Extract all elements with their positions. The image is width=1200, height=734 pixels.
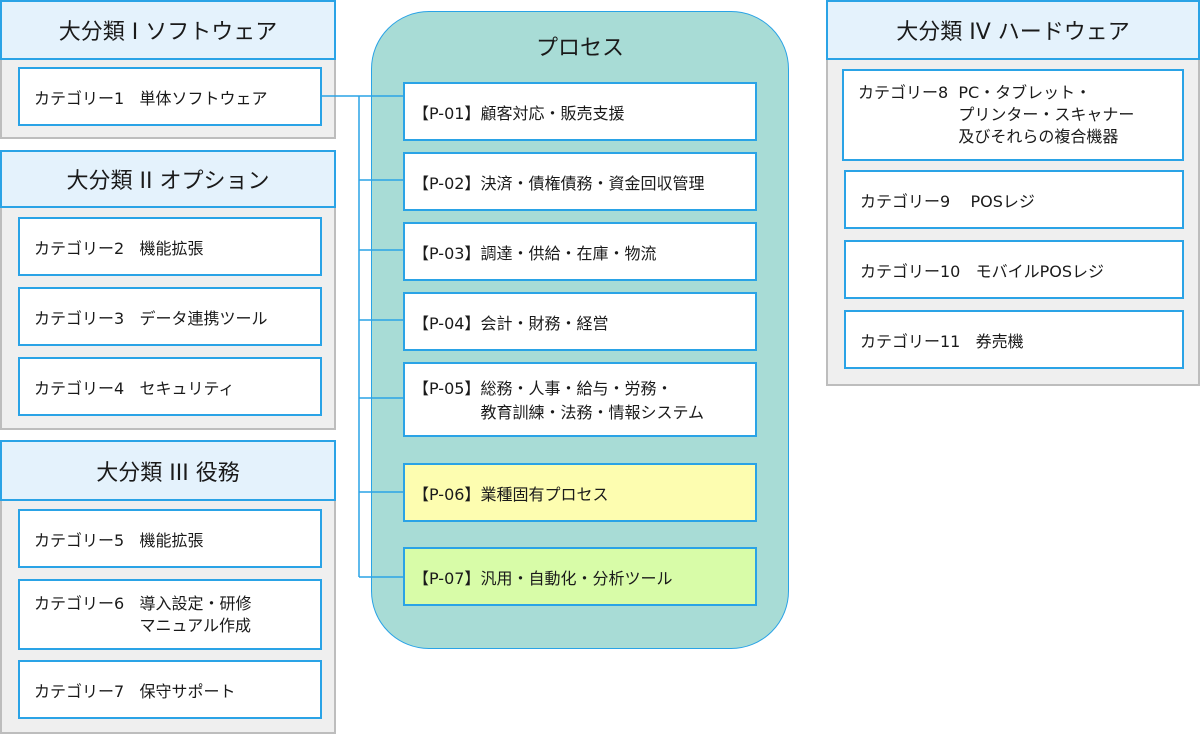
category-name: カテゴリー1 xyxy=(34,88,125,108)
category-desc: 単体ソフトウェア xyxy=(139,88,268,108)
process-text: 調達・供給・在庫・物流 xyxy=(480,243,657,263)
category-desc: 機能拡張 xyxy=(139,238,204,258)
process-item-p01: 【P-01】顧客対応・販売支援 xyxy=(403,82,757,141)
category-desc: データ連携ツール xyxy=(139,308,268,328)
category-desc: 保守サポート xyxy=(139,681,236,701)
process-code: 【P-03】 xyxy=(413,243,481,263)
process-item-p05: 【P-05】総務・人事・給与・労務・教育訓練・法務・情報システム xyxy=(403,362,757,437)
process-item-p03: 【P-03】調達・供給・在庫・物流 xyxy=(403,222,757,281)
group-title-service: 大分類 III 役務 xyxy=(0,440,336,501)
category-desc: POSレジ xyxy=(970,191,1035,211)
group-title-hardware: 大分類 IV ハードウェア xyxy=(826,0,1200,60)
process-code: 【P-07】 xyxy=(413,568,481,588)
category-name: カテゴリー8 xyxy=(858,83,949,102)
process-item-p02: 【P-02】決済・債権債務・資金回収管理 xyxy=(403,152,757,211)
category-1-box: カテゴリー1 単体ソフトウェア xyxy=(18,67,322,126)
category-3-box: カテゴリー3 データ連携ツール xyxy=(18,287,322,346)
category-5-box: カテゴリー5 機能拡張 xyxy=(18,509,322,568)
process-text: 会計・財務・経営 xyxy=(480,313,609,333)
category-10-box: カテゴリー10 モバイルPOSレジ xyxy=(844,240,1184,299)
category-name: カテゴリー2 xyxy=(34,238,125,258)
group-title-software: 大分類 I ソフトウェア xyxy=(0,0,336,60)
category-name: カテゴリー11 xyxy=(860,331,961,351)
category-desc: 機能拡張 xyxy=(139,530,204,550)
category-9-box: カテゴリー9 POSレジ xyxy=(844,170,1184,229)
category-desc: セキュリティ xyxy=(139,378,235,398)
category-4-box: カテゴリー4 セキュリティ xyxy=(18,357,322,416)
category-name: カテゴリー10 xyxy=(860,261,961,281)
category-desc: PC・タブレット・プリンター・スキャナー及びそれらの複合機器 xyxy=(958,82,1134,148)
category-desc-line2: プリンター・スキャナー xyxy=(958,105,1135,124)
category-6-box: カテゴリー6 導入設定・研修マニュアル作成 xyxy=(18,579,322,650)
process-text: 汎用・自動化・分析ツール xyxy=(480,568,673,588)
category-11-box: カテゴリー11 券売機 xyxy=(844,310,1184,369)
category-desc: モバイルPOSレジ xyxy=(975,261,1105,281)
process-text-line1: 総務・人事・給与・労務・ xyxy=(480,379,673,398)
process-item-p06: 【P-06】業種固有プロセス xyxy=(403,463,757,522)
category-name: カテゴリー7 xyxy=(34,681,125,701)
category-8-box: カテゴリー8 PC・タブレット・プリンター・スキャナー及びそれらの複合機器 xyxy=(842,69,1184,161)
process-item-p04: 【P-04】会計・財務・経営 xyxy=(403,292,757,351)
category-2-box: カテゴリー2 機能拡張 xyxy=(18,217,322,276)
process-code: 【P-04】 xyxy=(413,313,481,333)
process-code: 【P-01】 xyxy=(413,103,481,123)
category-name: カテゴリー3 xyxy=(34,308,125,328)
process-code: 【P-05】 xyxy=(413,379,481,398)
category-name: カテゴリー9 xyxy=(860,191,951,211)
process-text: 決済・債権債務・資金回収管理 xyxy=(480,173,705,193)
process-code: 【P-06】 xyxy=(413,484,481,504)
process-title: プロセス xyxy=(535,36,624,61)
category-desc-line3: 及びそれらの複合機器 xyxy=(958,127,1119,146)
process-text: 業種固有プロセス xyxy=(480,484,609,504)
process-text: 総務・人事・給与・労務・教育訓練・法務・情報システム xyxy=(480,377,704,425)
category-name: カテゴリー6 xyxy=(34,594,125,613)
category-desc: 券売機 xyxy=(975,331,1024,351)
category-desc: 導入設定・研修マニュアル作成 xyxy=(139,593,251,637)
process-text: 顧客対応・販売支援 xyxy=(480,103,625,123)
process-text-line2: 教育訓練・法務・情報システム xyxy=(480,403,704,422)
category-desc-line2: マニュアル作成 xyxy=(139,616,251,635)
category-7-box: カテゴリー7 保守サポート xyxy=(18,660,322,719)
process-item-p07: 【P-07】汎用・自動化・分析ツール xyxy=(403,547,757,606)
category-name: カテゴリー4 xyxy=(34,378,125,398)
category-desc-line1: PC・タブレット・ xyxy=(958,83,1092,102)
process-code: 【P-02】 xyxy=(413,173,481,193)
category-name: カテゴリー5 xyxy=(34,530,125,550)
group-title-option: 大分類 II オプション xyxy=(0,150,336,208)
category-desc-line1: 導入設定・研修 xyxy=(139,594,252,613)
